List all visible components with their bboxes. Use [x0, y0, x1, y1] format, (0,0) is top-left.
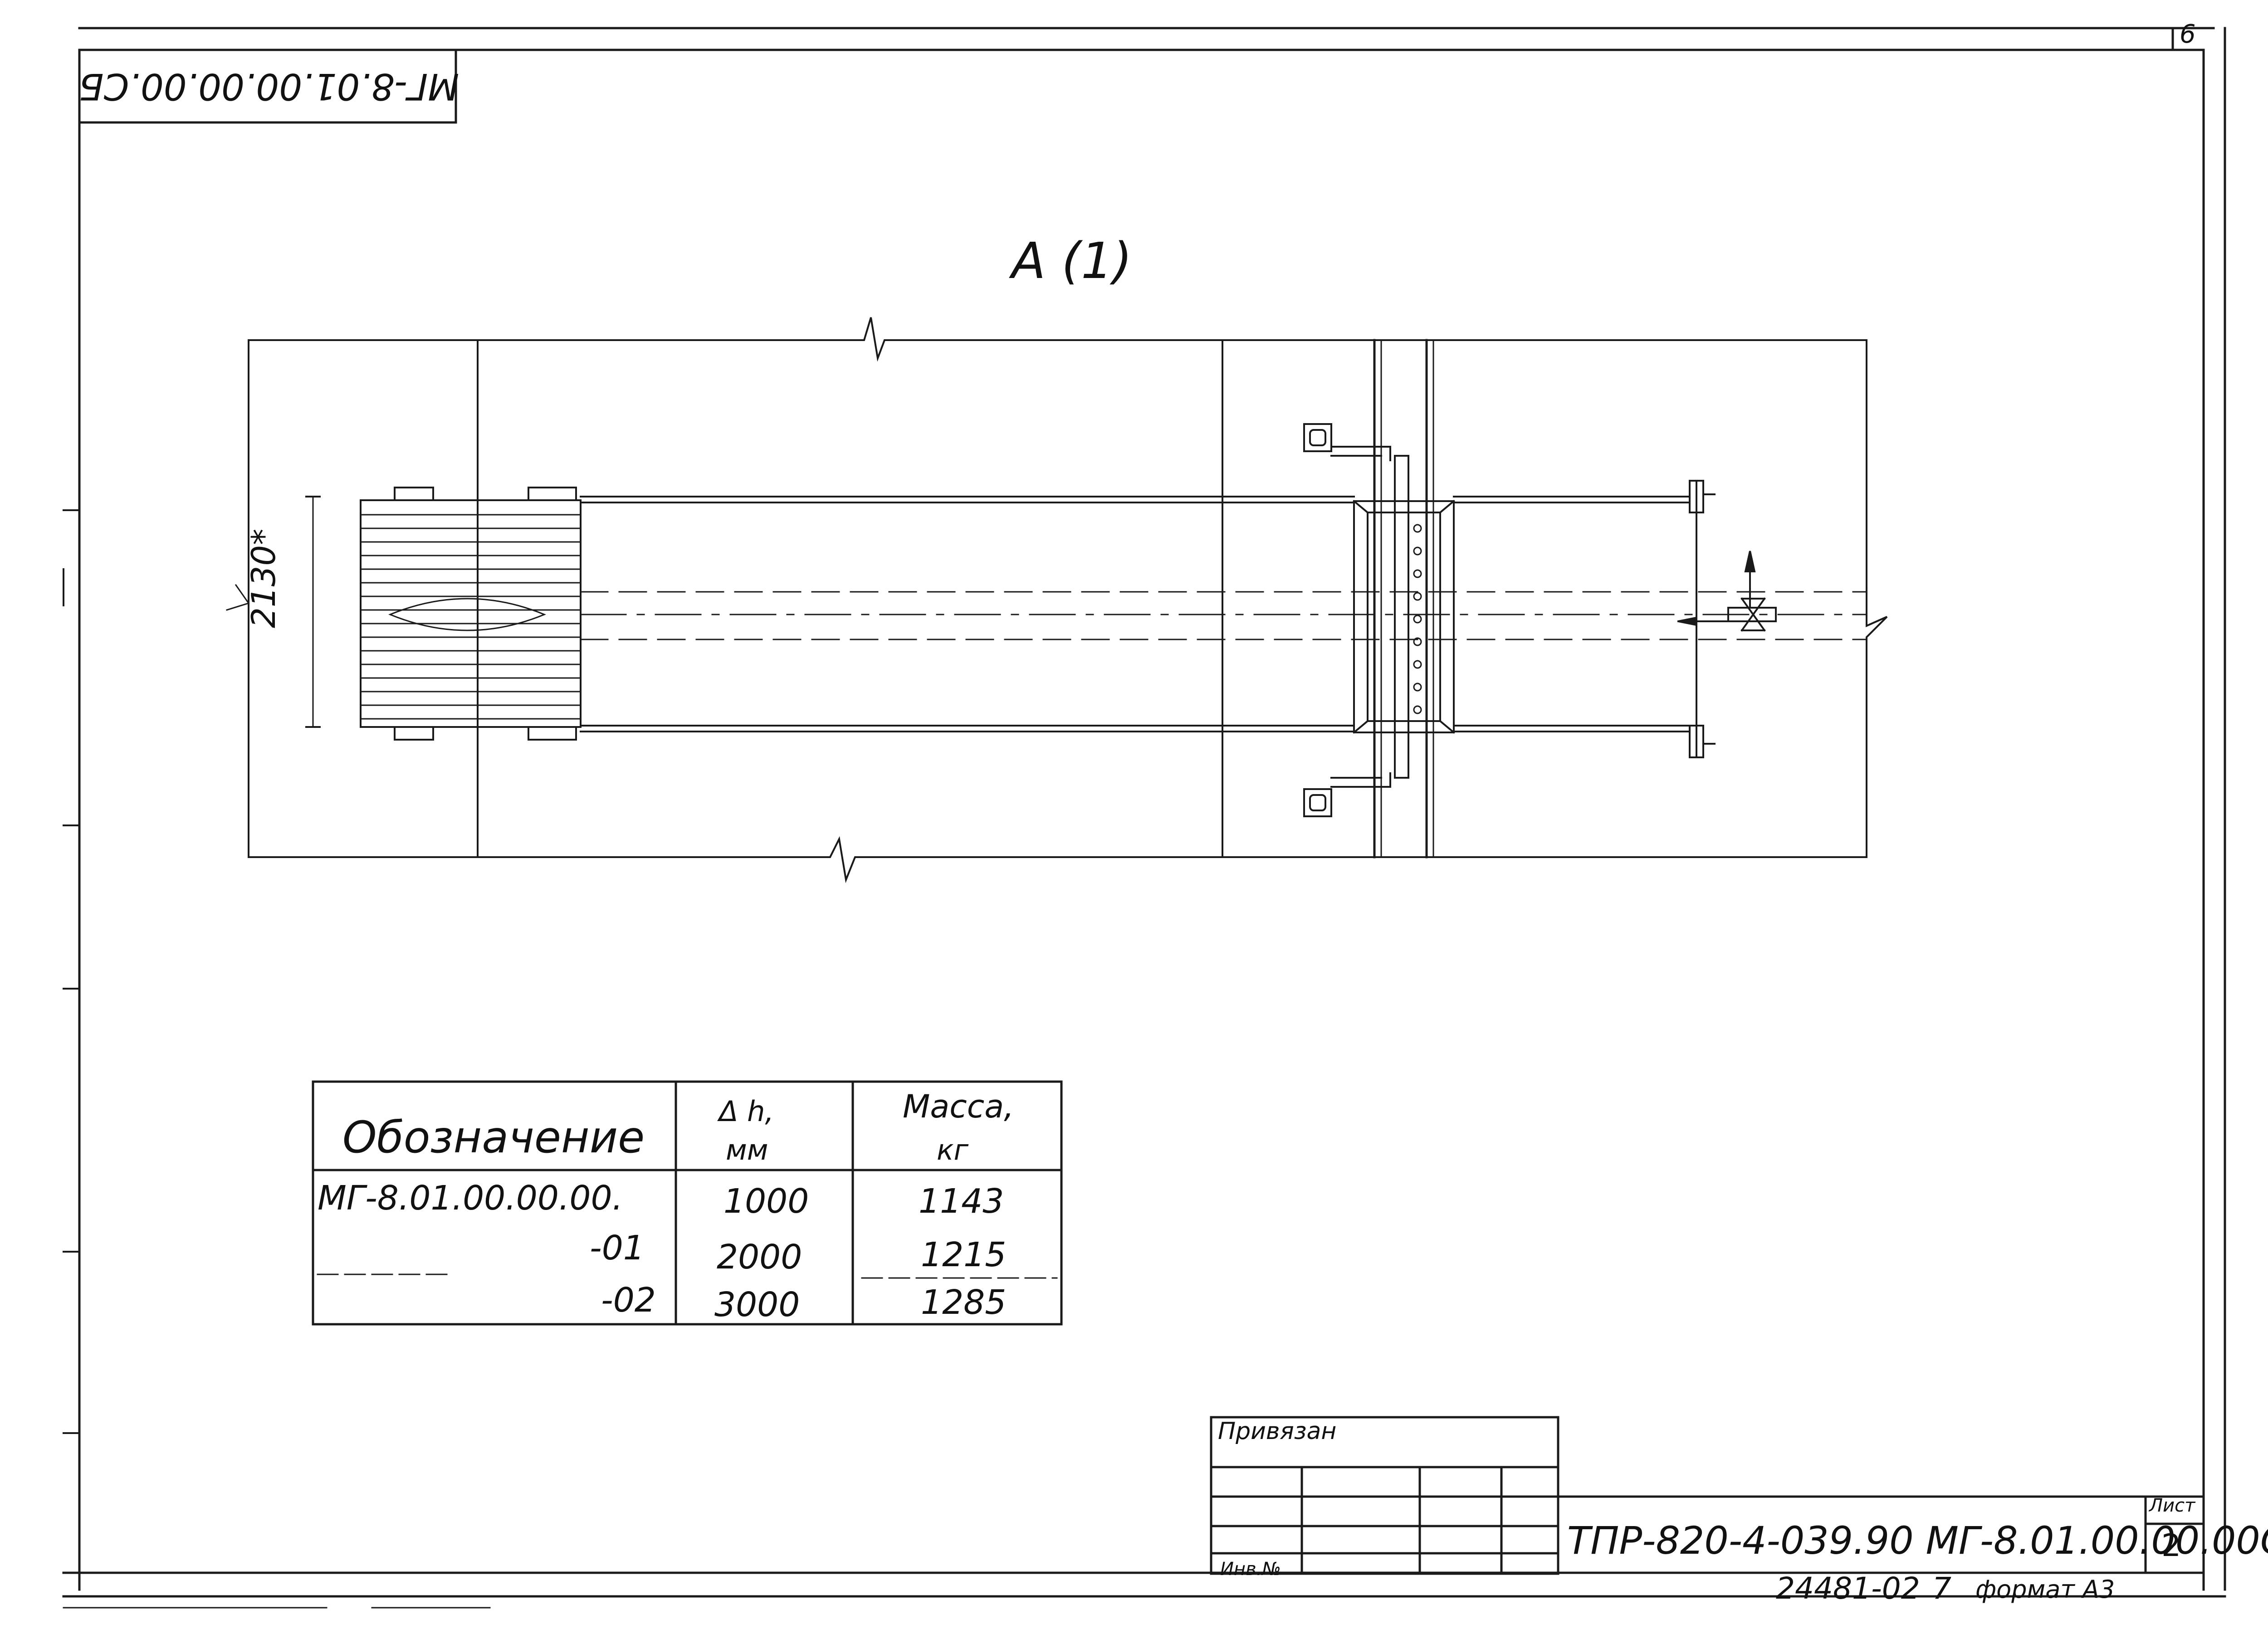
table-header-delta-h: Δ h, [719, 1095, 774, 1128]
sheet-number: 2 [2161, 1528, 2181, 1564]
table-cell-designation: МГ-8.01.00.00.00. [318, 1179, 623, 1218]
archive-suffix: 7 [1932, 1571, 1951, 1606]
table-cell-designation: -01 [590, 1229, 645, 1268]
archive-number: 24481-02 [1776, 1571, 1920, 1606]
plan-view [226, 317, 1888, 883]
view-label: А (1) [1012, 232, 1133, 290]
sheet-label: Лист [2149, 1495, 2195, 1516]
table-cell-delta-h: 2000 [717, 1238, 802, 1277]
margin-ticks [63, 509, 80, 1434]
document-code: ТПР-820-4-039.90 МГ-8.01.00.00.00СБ [1567, 1518, 2268, 1563]
spec-table-lines [312, 1080, 1063, 1326]
format-label: формат А3 [1975, 1575, 2115, 1604]
table-cell-delta-h: 3000 [714, 1285, 800, 1324]
table-cell-delta-h: 1000 [723, 1182, 809, 1221]
corner-sheet-number: 6 [2180, 20, 2196, 49]
tied-label: Привязан [1218, 1418, 1337, 1445]
title-block-lines [1210, 1416, 2205, 1575]
table-header-mass-unit: кг [937, 1133, 969, 1166]
table-cell-mass: 1285 [921, 1283, 1007, 1322]
table-header-delta-h-unit: мм [726, 1133, 768, 1166]
table-header-designation: Обозначение [342, 1112, 645, 1163]
sheet-frame [62, 27, 2226, 1609]
table-cell-mass: 1215 [921, 1235, 1007, 1274]
rotated-code-box [78, 49, 457, 124]
dimension-label: 2130* [244, 528, 283, 628]
table-header-mass: Масса, [903, 1088, 1014, 1125]
inventory-label: Инв.№ [1220, 1559, 1281, 1580]
table-cell-designation: -02 [601, 1281, 656, 1320]
table-cell-mass: 1143 [919, 1182, 1004, 1221]
rotated-drawing-code: МГ-8.01.00.00.00.СБ [78, 65, 459, 107]
